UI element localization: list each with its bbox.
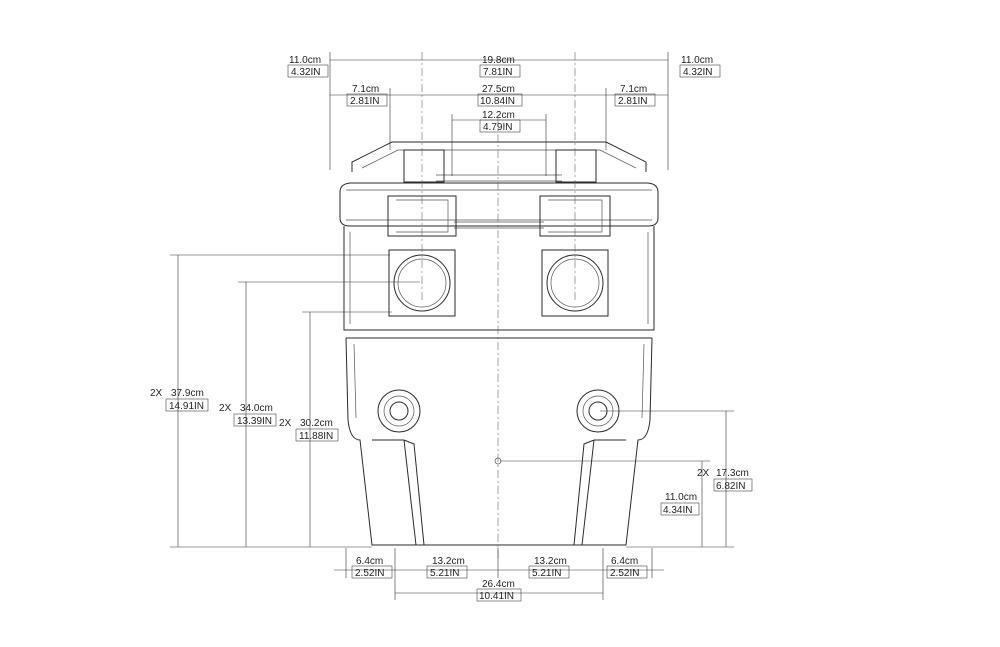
svg-text:7.81IN: 7.81IN	[483, 67, 512, 78]
svg-text:2X: 2X	[219, 403, 232, 414]
svg-text:6.4cm: 6.4cm	[356, 556, 383, 567]
svg-text:26.4cm: 26.4cm	[482, 579, 515, 590]
svg-text:17.3cm: 17.3cm	[716, 468, 749, 479]
svg-text:13.2cm: 13.2cm	[534, 556, 567, 567]
lid-inner-line	[361, 149, 637, 169]
svg-text:6.4cm: 6.4cm	[611, 556, 638, 567]
svg-text:4.79IN: 4.79IN	[483, 122, 512, 133]
svg-text:4.32IN: 4.32IN	[291, 67, 320, 78]
left-foot	[372, 439, 425, 546]
svg-text:2X: 2X	[279, 418, 292, 429]
lid-rim	[339, 182, 659, 227]
svg-text:11.88IN: 11.88IN	[299, 431, 333, 442]
svg-text:30.2cm: 30.2cm	[300, 418, 333, 429]
svg-text:5.21IN: 5.21IN	[430, 568, 459, 579]
svg-text:37.9cm: 37.9cm	[171, 388, 204, 399]
cooler-outline	[339, 52, 659, 560]
dim-height-17: 2X 17.3cm 6.82IN	[697, 468, 753, 492]
dim-height-37: 2X 37.9cm 14.91IN	[150, 388, 209, 412]
dimension-lines	[170, 52, 734, 600]
left-wheel-mid	[383, 395, 415, 427]
svg-text:13.2cm: 13.2cm	[432, 556, 465, 567]
svg-text:2X: 2X	[150, 388, 163, 399]
svg-text:2.52IN: 2.52IN	[610, 568, 639, 579]
svg-text:2X: 2X	[697, 468, 710, 479]
left-wheel-outer	[377, 389, 421, 433]
dim-handle-gap: 12.2cm 4.79IN	[479, 110, 521, 133]
svg-text:12.2cm: 12.2cm	[482, 110, 515, 121]
svg-text:11.0cm: 11.0cm	[681, 55, 713, 66]
left-wheel-hub	[389, 401, 409, 421]
dim-second-right: 7.1cm 2.81IN	[614, 84, 656, 107]
svg-text:13.39IN: 13.39IN	[237, 416, 272, 427]
lower-body	[345, 337, 653, 546]
dim-second-center: 27.5cm 10.84IN	[477, 84, 523, 107]
dim-second-left: 7.1cm 2.81IN	[346, 84, 388, 107]
svg-text:6.82IN: 6.82IN	[716, 481, 745, 492]
svg-text:5.21IN: 5.21IN	[532, 568, 561, 579]
dim-bottom-total: 26.4cm 10.41IN	[476, 579, 522, 602]
lid-rim-inner	[346, 189, 652, 221]
lid-top	[351, 141, 647, 172]
svg-text:2.81IN: 2.81IN	[618, 96, 647, 107]
right-foot	[573, 439, 626, 546]
dim-bottom-right: 6.4cm 2.52IN	[606, 556, 648, 579]
right-latch	[539, 149, 611, 237]
dim-height-11: 11.0cm 4.34IN	[660, 492, 700, 516]
dim-bottom-mid-right: 13.2cm 5.21IN	[528, 556, 570, 579]
svg-text:34.0cm: 34.0cm	[240, 403, 273, 414]
right-window-circle-inner	[550, 258, 600, 308]
svg-text:10.41IN: 10.41IN	[479, 591, 514, 602]
upper-body-inner	[349, 232, 649, 324]
svg-text:11.0cm: 11.0cm	[665, 492, 697, 503]
lower-body-inner	[353, 343, 645, 419]
svg-text:27.5cm: 27.5cm	[482, 84, 515, 95]
left-latch	[387, 149, 457, 237]
svg-text:4.34IN: 4.34IN	[663, 505, 692, 516]
svg-text:4.32IN: 4.32IN	[683, 67, 712, 78]
dim-top-outer-right: 11.0cm 4.32IN	[679, 55, 721, 78]
svg-text:11.0cm: 11.0cm	[289, 55, 321, 66]
body-band	[344, 329, 654, 339]
dim-height-30: 2X 30.2cm 11.88IN	[279, 418, 339, 442]
svg-text:10.84IN: 10.84IN	[480, 96, 515, 107]
svg-text:2.52IN: 2.52IN	[355, 568, 384, 579]
dim-top-center: 19.8cm 7.81IN	[479, 55, 521, 78]
lid-handle-recess	[436, 174, 562, 229]
svg-text:7.1cm: 7.1cm	[620, 84, 647, 95]
dim-height-34: 2X 34.0cm 13.39IN	[219, 403, 277, 427]
dim-top-outer-left: 11.0cm 4.32IN	[287, 55, 329, 78]
left-window-circle-inner	[397, 258, 447, 308]
svg-text:2.81IN: 2.81IN	[350, 96, 379, 107]
svg-text:19.8cm: 19.8cm	[482, 55, 515, 66]
dim-bottom-mid-left: 13.2cm 5.21IN	[426, 556, 468, 579]
svg-text:7.1cm: 7.1cm	[352, 84, 379, 95]
svg-text:14.91IN: 14.91IN	[169, 401, 204, 412]
dim-bottom-left: 6.4cm 2.52IN	[351, 556, 393, 579]
